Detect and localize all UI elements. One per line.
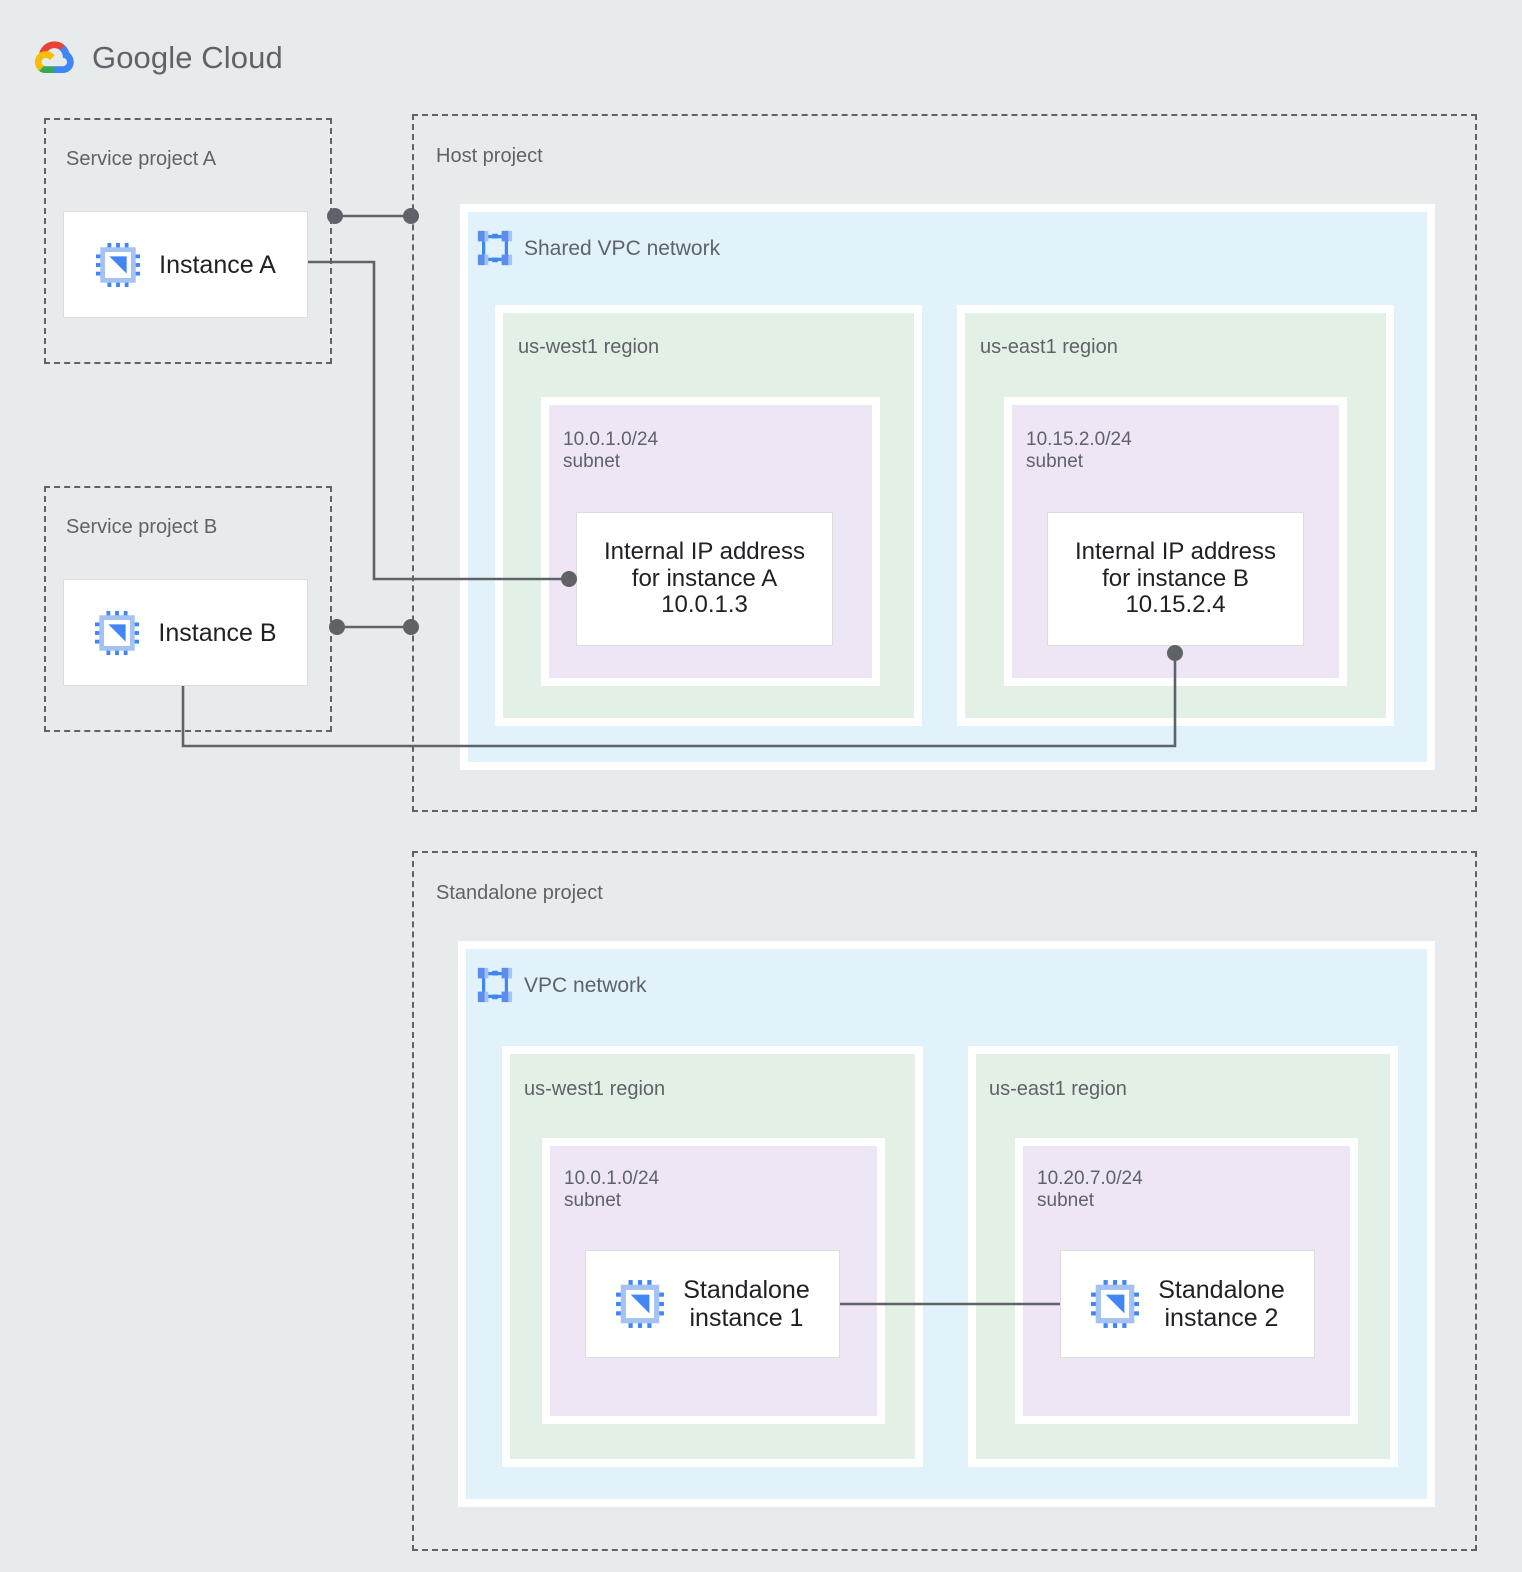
google-cloud-logo-icon — [34, 41, 74, 74]
wordmark-cloud: Cloud — [192, 40, 283, 75]
chip-icon — [95, 610, 140, 655]
internal-ip-instance-b-card[interactable]: Internal IP address for instance B 10.15… — [1047, 512, 1304, 646]
subnet-type: subnet — [1026, 451, 1084, 473]
host-project-label: Host project — [436, 145, 543, 167]
vpc-network-icon — [477, 967, 513, 1003]
connector-instance-b-to-host-project — [329, 619, 419, 635]
instance-b-label: Instance B — [158, 618, 277, 647]
subnet-type: subnet — [1037, 1190, 1095, 1212]
standalone-region-us-west1-label: us-west1 region — [524, 1078, 666, 1100]
wordmark-google: Google — [92, 40, 193, 75]
standalone-instance-1-label: Standalone instance 1 — [683, 1276, 810, 1332]
service-project-b-label: Service project B — [66, 516, 218, 538]
standalone-project-boundary — [412, 851, 1477, 1551]
standalone-instance-1-card[interactable]: Standalone instance 1 — [585, 1250, 840, 1358]
internal-ip-b-line3: 10.15.2.4 — [1125, 591, 1226, 619]
standalone-vpc-network-label: VPC network — [524, 974, 647, 997]
instance-b-card[interactable]: Instance B — [63, 579, 308, 686]
standalone-region-us-east1-label: us-east1 region — [989, 1078, 1127, 1100]
service-project-a-boundary — [44, 118, 332, 364]
internal-ip-b-line2: for instance B — [1102, 564, 1249, 592]
instance-a-card[interactable]: Instance A — [63, 211, 308, 318]
subnet-type: subnet — [563, 451, 621, 473]
host-region-us-west1-label: us-west1 region — [518, 336, 660, 358]
connector-instance-a-to-host-project — [327, 208, 419, 224]
chip-icon — [616, 1280, 665, 1328]
google-cloud-wordmark: Google Cloud — [92, 40, 283, 76]
standalone-project-label: Standalone project — [436, 882, 603, 904]
internal-ip-a-line3: 10.0.1.3 — [661, 591, 748, 619]
host-region-us-east1-label: us-east1 region — [980, 336, 1118, 358]
standalone-instance-2-label: Standalone instance 2 — [1158, 1276, 1285, 1332]
subnet-type: subnet — [564, 1190, 622, 1212]
internal-ip-instance-a-card[interactable]: Internal IP address for instance A 10.0.… — [576, 512, 833, 646]
subnet-cidr: 10.0.1.0/24 — [564, 1168, 660, 1189]
shared-vpc-network-label: Shared VPC network — [524, 237, 721, 260]
subnet-cidr: 10.20.7.0/24 — [1037, 1168, 1143, 1189]
google-cloud-logo: Google Cloud — [34, 38, 283, 78]
internal-ip-a-line2: for instance A — [631, 564, 778, 592]
service-project-a-label: Service project A — [66, 148, 217, 170]
internal-ip-a-line1: Internal IP address — [603, 537, 805, 565]
chip-icon — [96, 242, 141, 287]
vpc-network-icon — [477, 230, 513, 266]
subnet-cidr: 10.15.2.0/24 — [1026, 429, 1132, 450]
internal-ip-b-line1: Internal IP address — [1074, 537, 1276, 565]
instance-a-label: Instance A — [159, 250, 276, 279]
standalone-instance-2-card[interactable]: Standalone instance 2 — [1060, 1250, 1315, 1358]
chip-icon — [1091, 1280, 1140, 1328]
subnet-cidr: 10.0.1.0/24 — [563, 429, 659, 450]
